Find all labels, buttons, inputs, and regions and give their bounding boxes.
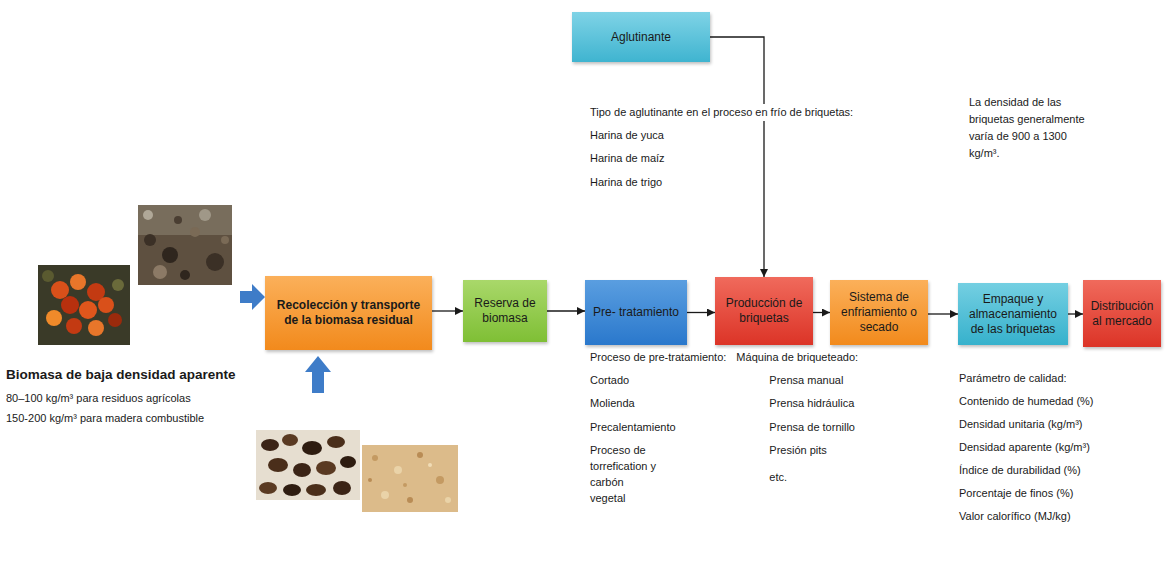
box-label: Reserva de biomasa (469, 296, 541, 326)
heading-label: Biomasa de baja densidad aparente (5, 366, 237, 383)
note-label: Prensa hidráulica (768, 395, 855, 412)
soil-photo (138, 205, 232, 285)
process-box: Reserva de biomasa (463, 280, 547, 342)
note-label: Harina de maíz (589, 150, 666, 167)
box-label: Recolección y transporte de la biomasa r… (271, 298, 426, 328)
note-label: Precalentamiento (589, 419, 677, 436)
box-label: Pre- tratamiento (593, 305, 679, 320)
note-label: 80–100 kg/m³ para residuos agrícolas (5, 390, 192, 407)
note-label: Proceso de torrefication y carbón vegeta… (589, 442, 661, 506)
process-box: Pre- tratamiento (585, 280, 687, 345)
note-label: Harina de trigo (589, 174, 663, 191)
process-box: Sistema de enfriamiento o secado (830, 280, 928, 345)
box-label: Sistema de enfriamiento o secado (836, 290, 922, 335)
note-label: Máquina de briqueteado: (735, 349, 859, 366)
flow-arrow (813, 312, 830, 313)
note-label: La densidad de las briquetas generalment… (968, 94, 1088, 162)
flow-arrow (928, 313, 958, 314)
flow-arrow (1068, 313, 1083, 314)
note-label: Tipo de aglutinante en el proceso en frí… (589, 104, 854, 121)
note-label: Harina de yuca (589, 127, 665, 144)
note-label: Densidad aparente (kg/m³) (958, 439, 1091, 456)
note-label: Presión pits (768, 442, 827, 459)
process-box: Empaque y almacenamiento de las briqueta… (958, 283, 1068, 345)
palm-fruit-photo (38, 265, 130, 345)
flow-arrow (687, 312, 715, 313)
note-label: Proceso de pre-tratamiento: (589, 349, 727, 366)
box-label: Empaque y almacenamiento de las briqueta… (964, 292, 1062, 337)
flow-arrow (710, 37, 764, 277)
note-label: Contenido de humedad (%) (958, 393, 1095, 410)
note-label: Densidad unitaria (kg/m³) (958, 416, 1084, 433)
note-label: 150-200 kg/m³ para madera combustible (5, 410, 205, 427)
block-arrow (305, 356, 331, 393)
note-label: Valor calorífico (MJ/kg) (958, 508, 1072, 525)
flow-arrow (432, 310, 463, 311)
process-box: Recolección y transporte de la biomasa r… (265, 276, 432, 350)
process-box: Producción de briquetas (715, 277, 813, 345)
kernel-shells-photo (256, 430, 360, 500)
note-label: Porcentaje de finos (%) (958, 485, 1074, 502)
box-label: Aglutinante (611, 30, 671, 45)
note-label: Prensa de tornillo (768, 419, 856, 436)
note-label: Cortado (589, 372, 630, 389)
process-box: Distribución al mercado (1083, 280, 1161, 347)
sawdust-photo (362, 445, 458, 512)
box-label: Distribución al mercado (1089, 299, 1155, 329)
note-label: etc. (768, 469, 788, 486)
note-label: Prensa manual (768, 372, 844, 389)
block-arrow (240, 284, 265, 310)
note-label: Molienda (589, 395, 636, 412)
box-label: Producción de briquetas (721, 296, 807, 326)
flow-arrow (547, 310, 585, 311)
note-label: Parámetro de calidad: (958, 370, 1068, 387)
note-label: Índice de durabilidad (%) (958, 462, 1082, 479)
binder-box: Aglutinante (572, 12, 710, 62)
